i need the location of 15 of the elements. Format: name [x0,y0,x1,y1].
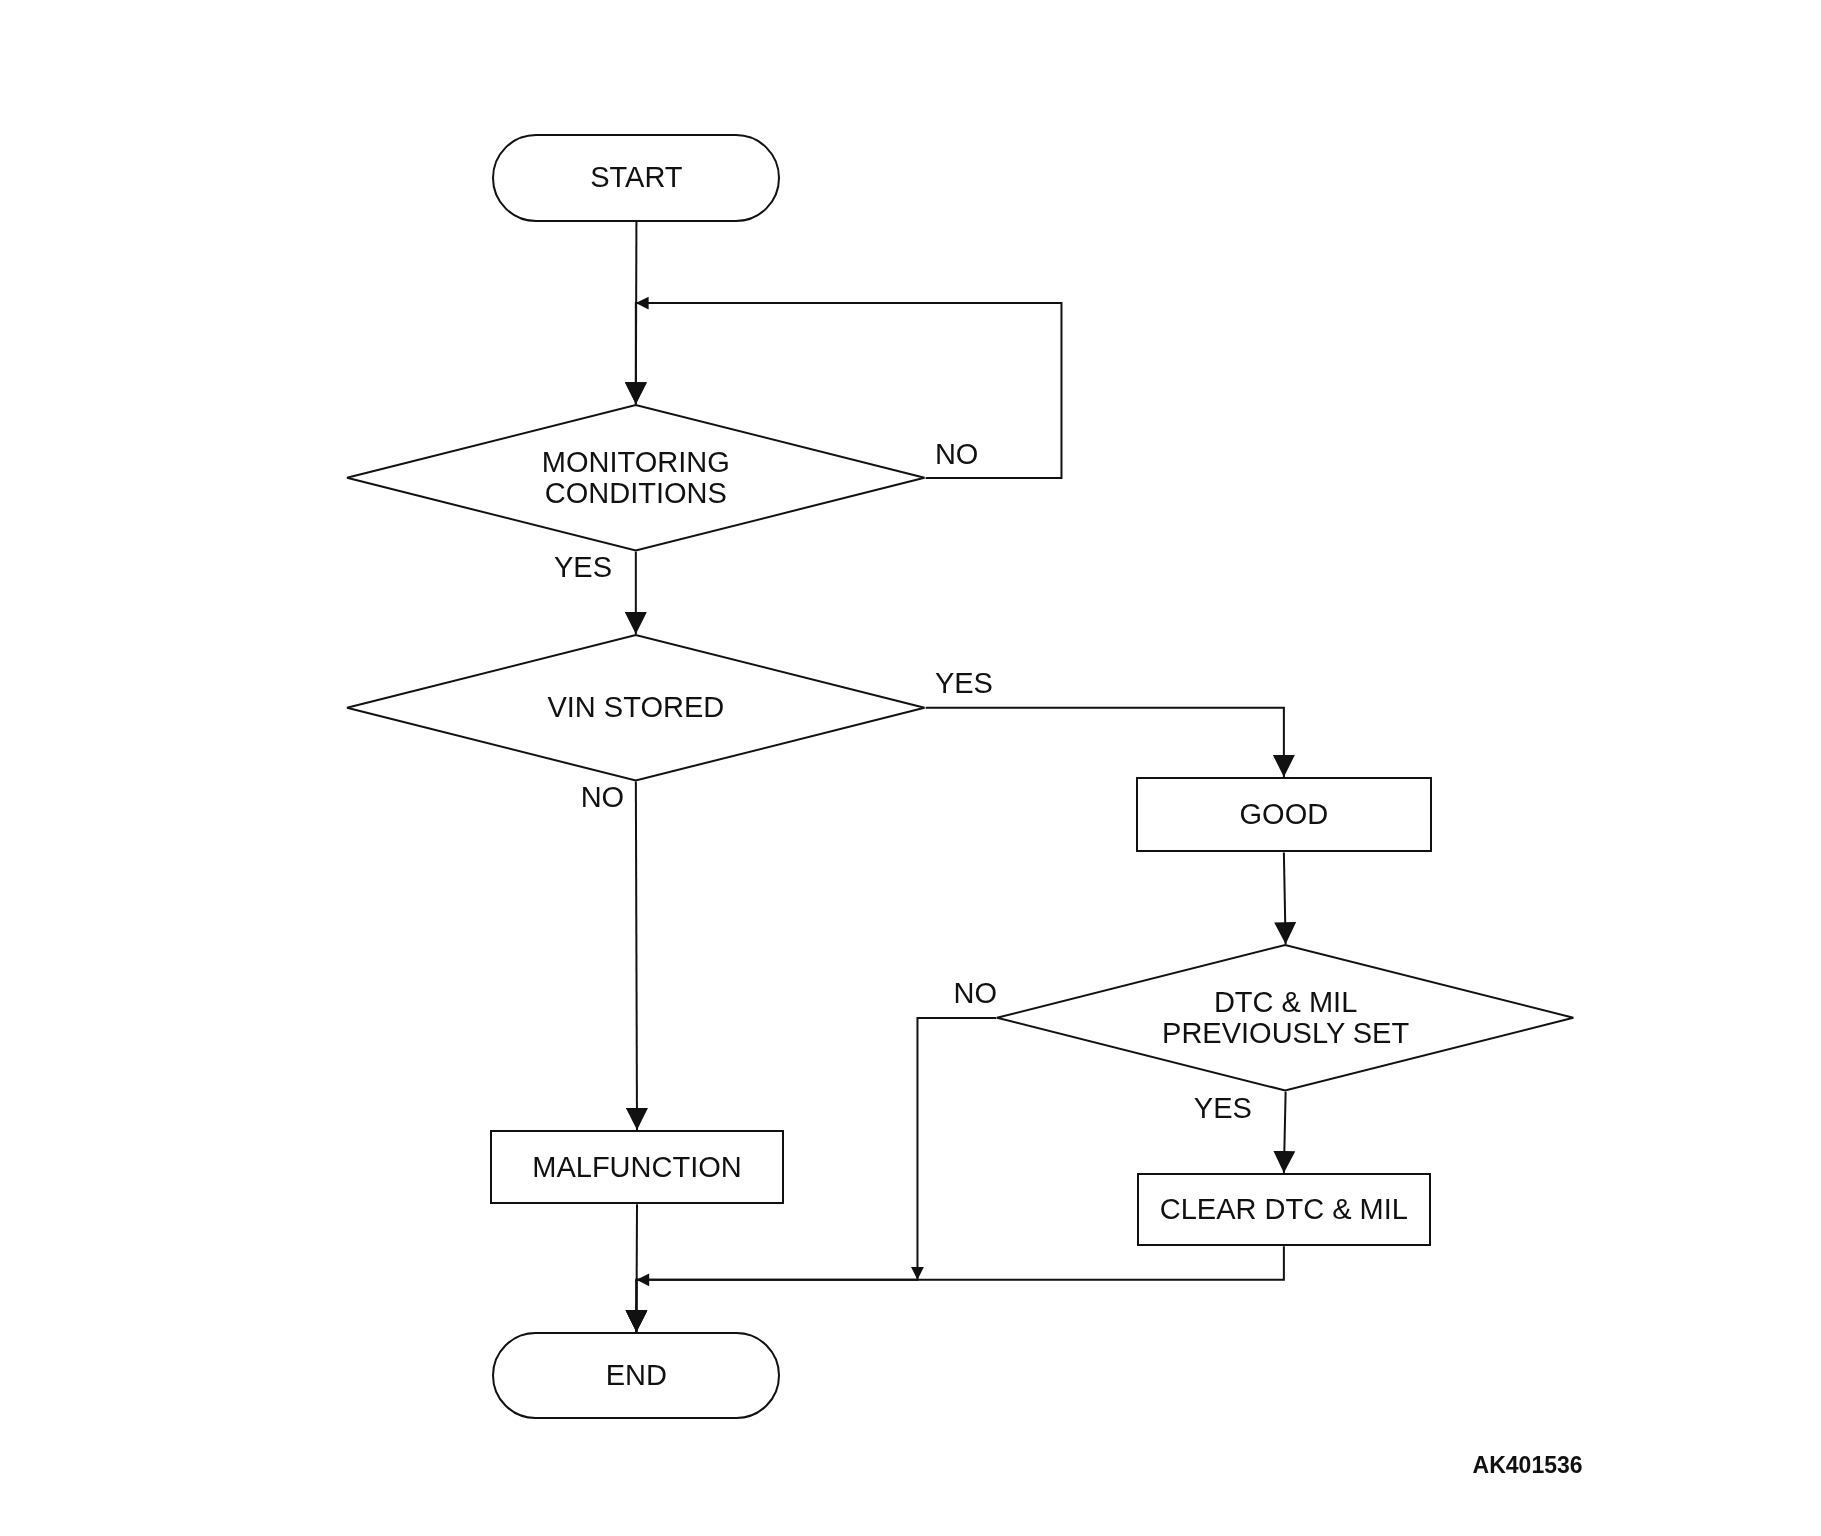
figure-code: AK401536 [1472,1451,1583,1479]
process-box [1136,1172,1431,1247]
decision-diamond [346,634,926,782]
node-label: MONITORING CONDITIONS [540,446,731,509]
node-label: DTC & MIL PREVIOUSLY SET [1161,986,1411,1049]
decision-diamond [346,404,926,552]
process-box [1135,776,1432,853]
decision-diamond [996,944,1575,1092]
node-label: CLEAR DTC & MIL [1159,1194,1408,1226]
node-label: VIN STORED [547,692,725,724]
node-label: GOOD [1239,799,1329,831]
node-label: START [590,162,683,194]
node-label: MALFUNCTION [532,1151,742,1183]
process-box [490,1130,784,1205]
node-label: END [605,1360,667,1392]
